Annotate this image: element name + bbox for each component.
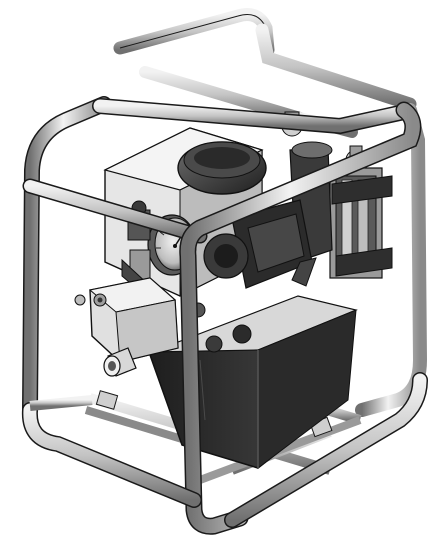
front-frame: [21, 96, 428, 535]
oil-tank: [149, 295, 358, 470]
valve-stack: [281, 111, 393, 279]
junction-box: [74, 277, 179, 377]
